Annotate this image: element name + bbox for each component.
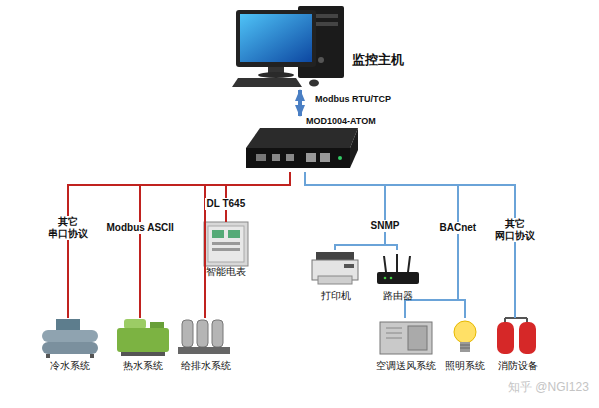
device-node: MOD1004-ATOM [240,116,390,172]
device-node: 智能电表 [198,222,254,280]
device-node: 路由器 [370,250,425,304]
device-node: 空调送风系统 [370,318,442,374]
device-label: 照明系统 [420,360,510,372]
boiler-icon [117,319,169,356]
fire-equipment-icon [497,318,536,354]
device-node: 打印机 [308,250,363,304]
connector-line [140,172,290,318]
protocol-label: SNMP [369,220,402,232]
watermark: 知乎 @NGI123 [508,379,589,396]
protocol-label: BACnet [438,222,479,234]
device-node: 照明系统 [440,318,490,374]
device-label: 监控主机 [352,52,404,67]
device-label: 冷水系统 [15,360,125,372]
device-node: 热水系统 [110,318,175,374]
device-node: 冷水系统 [35,318,105,374]
device-label: MOD1004-ATOM [306,116,376,127]
protocol-label: Modbus ASCII [105,222,176,234]
device-label: 消防设备 [470,360,565,372]
device-node: 监控主机 [230,2,420,90]
computer-icon [232,6,344,87]
printer-icon [312,252,358,284]
connector-line [226,172,290,222]
air-unit-icon [380,322,432,354]
pump-icon [178,320,230,354]
device-node: 给排水系统 [173,318,238,374]
connector-line [68,172,290,318]
connector-line [305,172,385,250]
connector-line [298,90,302,116]
device-label: 热水系统 [90,360,195,372]
chiller-icon [42,319,98,358]
bulb-icon [454,321,476,352]
protocol-label: 其它 串口协议 [44,216,92,240]
protocol-label: 其它 网口协议 [491,218,539,242]
device-label: 打印机 [288,290,383,302]
router-icon [377,254,419,284]
device-label: 给排水系统 [153,360,258,372]
cabinet-icon [204,222,248,266]
device-label: 智能电表 [178,266,274,278]
device-node: 消防设备 [490,318,545,374]
protocol-label: DL T645 [205,198,248,210]
protocol-label: Modbus RTU/TCP [313,93,393,105]
connector-line [205,172,290,318]
gateway-icon [246,128,358,168]
device-label: 路由器 [350,290,445,302]
connector-line [305,172,397,250]
